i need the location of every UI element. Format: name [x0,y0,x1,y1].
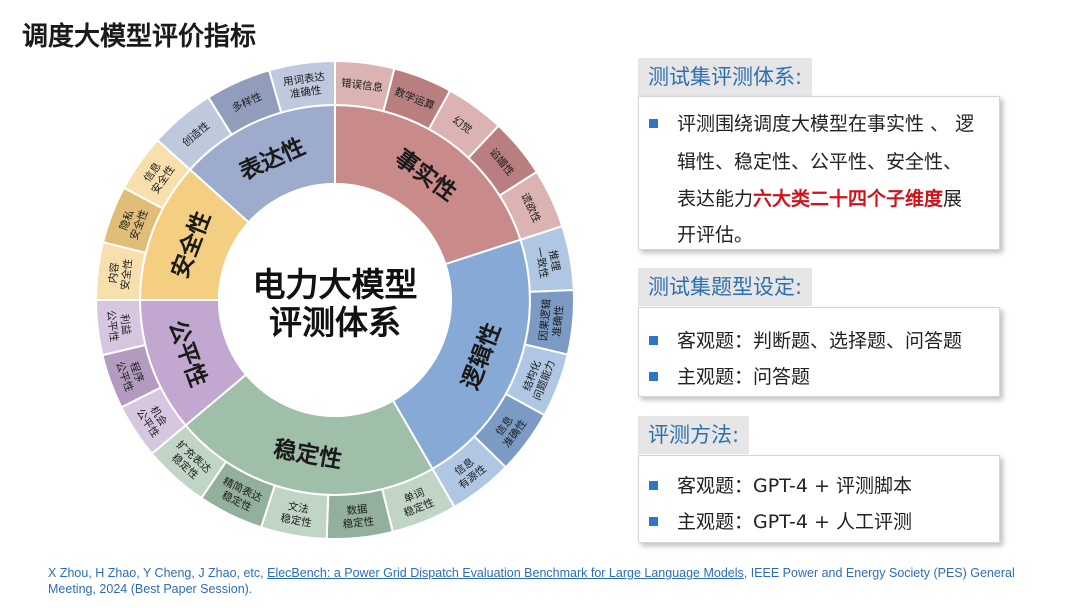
system-line-3-b: 展 [943,188,963,210]
panel-method-box: 客观题：GPT-4 + 评测脚本 主观题：GPT-4 + 人工评测 [638,455,1000,543]
subdimension-segment [267,59,336,114]
subdimension-label-line: 数据 [346,502,369,517]
system-line-3: 表达能力六大类二十四个子维度展 [677,184,962,211]
subdimension-label-line: 利益 [118,313,133,336]
wheel-center-line-1: 电力大模型 [253,265,418,304]
subdimension-label-line: 文法 [287,500,310,516]
system-line-2: 辑性、稳定性、公平性、安全性、 [677,151,963,173]
subdimension-label-line: 错误信息 [340,76,383,94]
citation-venue: , IEEE Power and Energy Society (PES) Ge… [48,566,1015,596]
subdimension-label-line: 推理 [546,249,563,272]
subdimension-label-line: 内容 [106,261,122,284]
subdimension-label-line: 准确性 [289,83,322,100]
panel-system-box: 评测围绕调度大模型在事实性 、 逻 辑性、稳定性、公平性、安全性、 表达能力六大… [638,96,1000,250]
subdimension-label-line: 一致性 [532,246,550,279]
system-line-4: 开评估。 [677,224,754,246]
highlight-text: 六大类二十四个子维度 [753,188,944,210]
subdimension-label-line: 稳定性 [342,515,375,531]
subdimension-label-line: 安全性 [118,258,135,291]
subdimension-label-line: 公平性 [104,310,121,343]
subdimension-label-line: 用词表达 [282,70,326,89]
bullet-icon [649,517,658,526]
bullet-icon [649,372,658,381]
system-line-1: 评测围绕调度大模型在事实性 、 逻 [677,113,975,135]
citation-link[interactable]: ElecBench: a Power Grid Dispatch Evaluat… [267,566,744,580]
subdimension-label: 错误信息 [340,76,383,94]
subdimension-label: 文法稳定性 [279,499,315,530]
panel-types-box: 客观题：判断题、选择题、问答题 主观题：问答题 [638,307,1000,397]
types-item-1: 客观题：判断题、选择题、问答题 [677,330,963,352]
panel-method-heading: 评测方法: [638,416,750,454]
subdimension-label: 推理一致性 [532,244,563,280]
subdimension-label: 利益公平性 [104,308,133,342]
system-line-3-a: 表达能力 [677,188,754,210]
page-title: 调度大模型评价指标 [22,22,257,52]
wheel-center-line-2: 评测体系 [269,303,401,342]
types-item-2: 主观题：问答题 [677,366,811,388]
subdimension-label: 数据稳定性 [341,502,375,531]
subdimension-ring: 错误信息数学运算幻觉谄媚性谎欲性推理一致性因果逻辑准确性结构化问题能力信息准确性… [94,59,575,540]
subdimension-label: 因果逻辑准确性 [537,298,567,343]
panel-system-heading: 测试集评测体系: [638,58,813,96]
method-item-1: 客观题：GPT-4 + 评测脚本 [677,475,912,497]
subdimension-label: 用词表达准确性 [282,70,328,102]
citation: X Zhou, H Zhao, Y Cheng, J Zhao, etc, El… [48,565,1058,597]
citation-authors: X Zhou, H Zhao, Y Cheng, J Zhao, etc, [48,566,268,580]
bullet-icon [649,481,658,490]
subdimension-label-line: 因果逻辑 [537,298,554,342]
subdimension-label-line: 稳定性 [279,511,312,529]
subdimension-label: 内容安全性 [105,256,135,290]
panel-types-heading: 测试集题型设定: [638,268,813,306]
method-item-2: 主观题：GPT-4 + 人工评测 [677,511,912,533]
bullet-icon [649,119,658,128]
subdimension-label-line: 准确性 [550,305,566,338]
bullet-icon [649,336,658,345]
